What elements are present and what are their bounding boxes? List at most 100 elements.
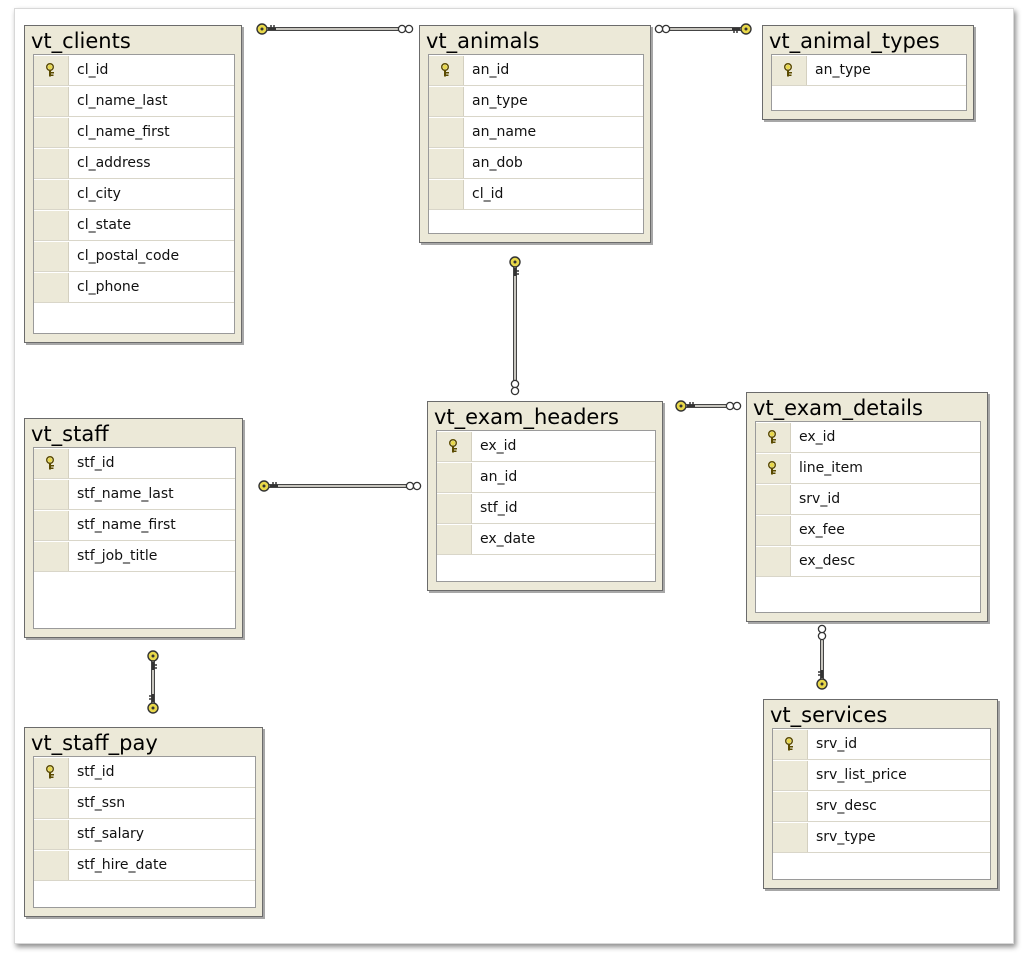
column-row[interactable]: cl_name_last xyxy=(34,86,234,117)
row-selector[interactable] xyxy=(34,819,69,849)
one-end-key-icon xyxy=(732,23,752,35)
row-selector[interactable] xyxy=(773,791,808,821)
row-selector[interactable] xyxy=(34,448,69,478)
table-vt-animal-types[interactable]: vt_animal_types an_type xyxy=(762,25,974,120)
row-selector[interactable] xyxy=(756,453,791,483)
column-row[interactable]: stf_id xyxy=(437,493,655,524)
row-selector[interactable] xyxy=(429,86,464,116)
many-end-infinity-icon xyxy=(510,379,520,396)
row-selector[interactable] xyxy=(34,117,69,147)
column-row[interactable]: stf_name_last xyxy=(34,479,235,510)
many-end-infinity-icon xyxy=(397,24,414,34)
column-row[interactable]: cl_address xyxy=(34,148,234,179)
column-row[interactable]: ex_date xyxy=(437,524,655,555)
column-row[interactable]: cl_city xyxy=(34,179,234,210)
row-selector[interactable] xyxy=(34,510,69,540)
column-name: ex_id xyxy=(799,429,836,445)
row-selector[interactable] xyxy=(34,241,69,271)
column-row[interactable]: stf_id xyxy=(34,448,235,479)
row-selector[interactable] xyxy=(34,272,69,302)
column-row[interactable]: srv_id xyxy=(773,729,990,760)
row-selector[interactable] xyxy=(429,148,464,178)
column-row[interactable]: an_type xyxy=(772,55,966,86)
row-selector[interactable] xyxy=(772,55,807,85)
row-selector[interactable] xyxy=(437,493,472,523)
row-selector[interactable] xyxy=(773,729,808,759)
column-grid: an_type xyxy=(771,54,967,111)
row-selector[interactable] xyxy=(34,541,69,571)
column-name: cl_city xyxy=(77,186,121,202)
column-name: an_id xyxy=(480,469,518,485)
column-row[interactable]: cl_name_first xyxy=(34,117,234,148)
row-selector[interactable] xyxy=(756,546,791,576)
row-selector[interactable] xyxy=(429,179,464,209)
column-row[interactable]: cl_state xyxy=(34,210,234,241)
row-selector[interactable] xyxy=(756,422,791,452)
column-row[interactable]: srv_list_price xyxy=(773,760,990,791)
row-selector[interactable] xyxy=(429,55,464,85)
column-row[interactable]: srv_type xyxy=(773,822,990,853)
column-name: ex_date xyxy=(480,531,536,547)
row-selector[interactable] xyxy=(34,757,69,787)
row-selector[interactable] xyxy=(34,850,69,880)
column-row[interactable]: cl_id xyxy=(34,55,234,86)
row-selector[interactable] xyxy=(34,148,69,178)
column-row[interactable]: an_id xyxy=(437,462,655,493)
row-selector[interactable] xyxy=(437,524,472,554)
primary-key-icon xyxy=(767,461,779,475)
one-end-key-icon xyxy=(258,480,278,492)
column-row[interactable]: ex_desc xyxy=(756,546,980,577)
column-name: srv_id xyxy=(816,736,858,752)
column-row[interactable]: stf_job_title xyxy=(34,541,235,572)
row-selector[interactable] xyxy=(756,484,791,514)
column-name: stf_name_first xyxy=(77,517,176,533)
row-selector[interactable] xyxy=(429,117,464,147)
column-row[interactable]: line_item xyxy=(756,453,980,484)
primary-key-icon xyxy=(767,430,779,444)
row-selector[interactable] xyxy=(34,55,69,85)
column-row[interactable]: cl_phone xyxy=(34,272,234,303)
column-row[interactable]: stf_id xyxy=(34,757,255,788)
column-row[interactable]: an_type xyxy=(429,86,643,117)
row-selector[interactable] xyxy=(437,431,472,461)
column-row[interactable]: stf_name_first xyxy=(34,510,235,541)
column-row[interactable]: stf_ssn xyxy=(34,788,255,819)
column-row[interactable]: an_id xyxy=(429,55,643,86)
column-row[interactable]: srv_desc xyxy=(773,791,990,822)
column-row[interactable]: stf_hire_date xyxy=(34,850,255,881)
row-selector[interactable] xyxy=(773,822,808,852)
column-name: an_type xyxy=(815,62,871,78)
table-title: vt_animal_types xyxy=(769,29,940,53)
column-row[interactable]: ex_id xyxy=(437,431,655,462)
column-name: cl_state xyxy=(77,217,132,233)
many-end-infinity-icon xyxy=(725,401,742,411)
column-row[interactable]: an_dob xyxy=(429,148,643,179)
row-selector[interactable] xyxy=(773,760,808,790)
row-selector[interactable] xyxy=(34,479,69,509)
row-selector[interactable] xyxy=(756,515,791,545)
row-selector[interactable] xyxy=(34,86,69,116)
column-name: stf_ssn xyxy=(77,795,126,811)
column-row[interactable]: ex_id xyxy=(756,422,980,453)
column-row[interactable]: srv_id xyxy=(756,484,980,515)
row-selector[interactable] xyxy=(34,179,69,209)
one-end-key-icon xyxy=(147,694,159,714)
column-row[interactable]: cl_id xyxy=(429,179,643,210)
column-row[interactable]: an_name xyxy=(429,117,643,148)
row-selector[interactable] xyxy=(34,210,69,240)
row-selector[interactable] xyxy=(437,462,472,492)
row-selector[interactable] xyxy=(34,788,69,818)
column-row[interactable]: stf_salary xyxy=(34,819,255,850)
one-end-key-icon xyxy=(816,670,828,690)
column-row[interactable]: ex_fee xyxy=(756,515,980,546)
column-row[interactable]: cl_postal_code xyxy=(34,241,234,272)
column-name: ex_id xyxy=(480,438,517,454)
